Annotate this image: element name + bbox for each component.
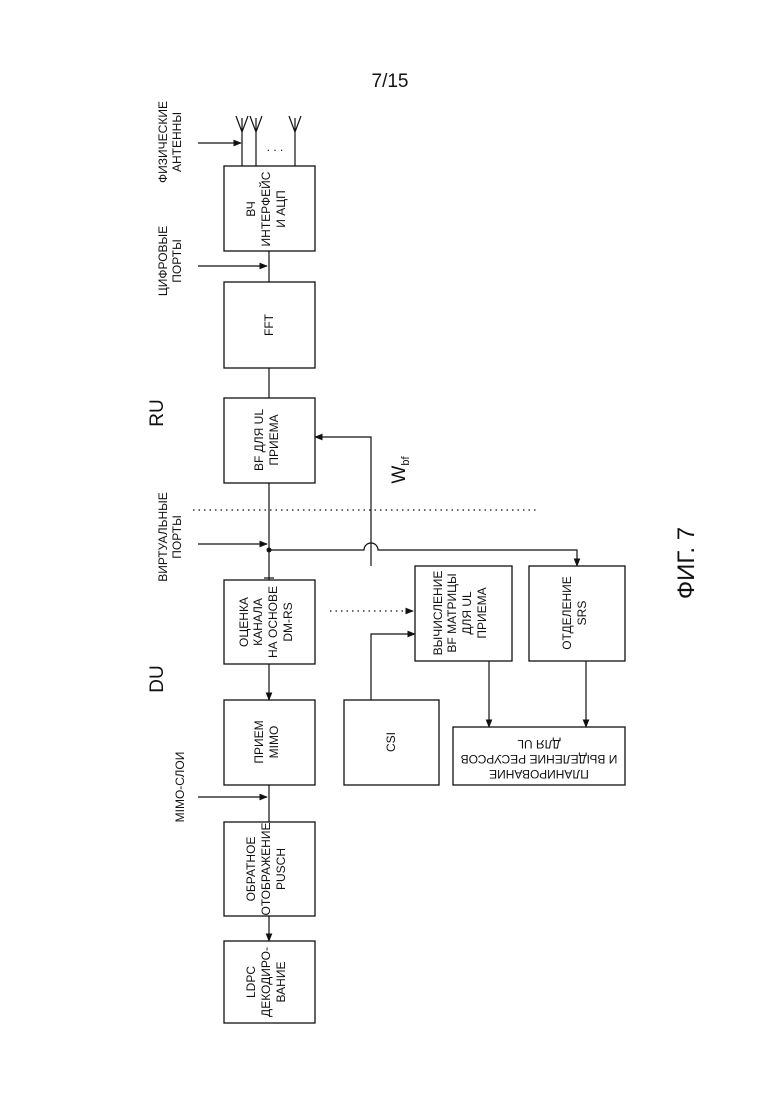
text-bf-ul: BF ДЛЯ UL ПРИЕМА xyxy=(252,409,281,471)
antenna-ellipsis: . . . xyxy=(267,140,284,154)
svg-text:КАНАЛА: КАНАЛА xyxy=(251,598,265,646)
text-csi: CSI xyxy=(384,732,398,752)
svg-text:ФИГ. 7: ФИГ. 7 xyxy=(673,527,700,599)
section-ru: RU xyxy=(147,399,168,426)
svg-text:SRS: SRS xyxy=(575,601,589,626)
svg-text:ДЕКОДИРО-: ДЕКОДИРО- xyxy=(259,947,273,1017)
svg-text:И АЦП: И АЦП xyxy=(274,190,288,227)
svg-text:И ВЫДЕЛЕНИЕ РЕСУРСОВ: И ВЫДЕЛЕНИЕ РЕСУРСОВ xyxy=(461,752,618,766)
svg-text:ПРИЕМА: ПРИЕМА xyxy=(267,414,281,465)
svg-text:BF ДЛЯ UL: BF ДЛЯ UL xyxy=(252,409,266,471)
svg-text:PUSCH: PUSCH xyxy=(274,848,288,890)
figure-label: ФИГ. 7 xyxy=(673,527,700,599)
svg-text:ВИРТУАЛЬНЫЕ: ВИРТУАЛЬНЫЕ xyxy=(156,492,170,582)
label-digital-ports: ЦИФРОВЫЕ ПОРТЫ xyxy=(156,226,184,296)
svg-text:RU: RU xyxy=(147,399,168,426)
svg-text:ВЧ: ВЧ xyxy=(244,201,258,216)
svg-text:ДЛЯ UL: ДЛЯ UL xyxy=(460,591,474,635)
svg-text:DM-RS: DM-RS xyxy=(281,602,295,641)
svg-text:FFT: FFT xyxy=(262,313,276,336)
svg-text:ИНТЕРФЕЙС: ИНТЕРФЕЙС xyxy=(258,171,273,246)
svg-text:ПЛАНИРОВАНИЕ: ПЛАНИРОВАНИЕ xyxy=(489,767,589,781)
label-physical-antennas: ФИЗИЧЕСКИЕ АНТЕННЫ xyxy=(156,101,184,183)
svg-text:LDPC: LDPC xyxy=(244,966,258,998)
svg-text:ВЫЧИСЛЕНИЕ: ВЫЧИСЛЕНИЕ xyxy=(431,571,445,656)
svg-text:ПОРТЫ: ПОРТЫ xyxy=(170,239,184,282)
svg-text:ДЛЯ UL: ДЛЯ UL xyxy=(517,737,561,751)
text-fft: FFT xyxy=(262,313,276,336)
svg-text:ФИЗИЧЕСКИЕ: ФИЗИЧЕСКИЕ xyxy=(156,101,170,183)
svg-text:DU: DU xyxy=(147,665,168,692)
section-du: DU xyxy=(147,665,168,692)
svg-text:ОТОБРАЖЕНИЕ: ОТОБРАЖЕНИЕ xyxy=(259,823,273,916)
text-mimo-rx: ПРИЕМ MIMO xyxy=(252,720,281,763)
svg-text:CSI: CSI xyxy=(384,732,398,752)
page-number: 7/15 xyxy=(372,71,409,92)
svg-text:НА ОСНОВЕ: НА ОСНОВЕ xyxy=(266,586,280,658)
svg-text:MIMO: MIMO xyxy=(267,726,281,759)
svg-text:ПРИЕМА: ПРИЕМА xyxy=(475,587,489,638)
svg-text:АНТЕННЫ: АНТЕННЫ xyxy=(170,112,184,172)
svg-text:ОЦЕНКА: ОЦЕНКА xyxy=(237,597,251,647)
label-virtual-ports: ВИРТУАЛЬНЫЕ ПОРТЫ xyxy=(156,492,184,582)
label-mimo-layers: MIMO-СЛОИ xyxy=(173,752,187,823)
svg-text:ЦИФРОВЫЕ: ЦИФРОВЫЕ xyxy=(156,226,170,296)
svg-text:ОБРАТНОЕ: ОБРАТНОЕ xyxy=(244,837,258,902)
svg-text:BF МАТРИЦЫ: BF МАТРИЦЫ xyxy=(445,573,459,652)
svg-text:ВАНИЕ: ВАНИЕ xyxy=(274,962,288,1003)
svg-text:ПОРТЫ: ПОРТЫ xyxy=(170,515,184,558)
label-wbf: Wbf xyxy=(389,456,412,484)
svg-text:Wbf: Wbf xyxy=(389,456,412,484)
svg-text:ОТДЕЛЕНИЕ: ОТДЕЛЕНИЕ xyxy=(560,576,574,650)
svg-text:MIMO-СЛОИ: MIMO-СЛОИ xyxy=(173,752,187,823)
svg-text:ПРИЕМ: ПРИЕМ xyxy=(252,720,266,763)
